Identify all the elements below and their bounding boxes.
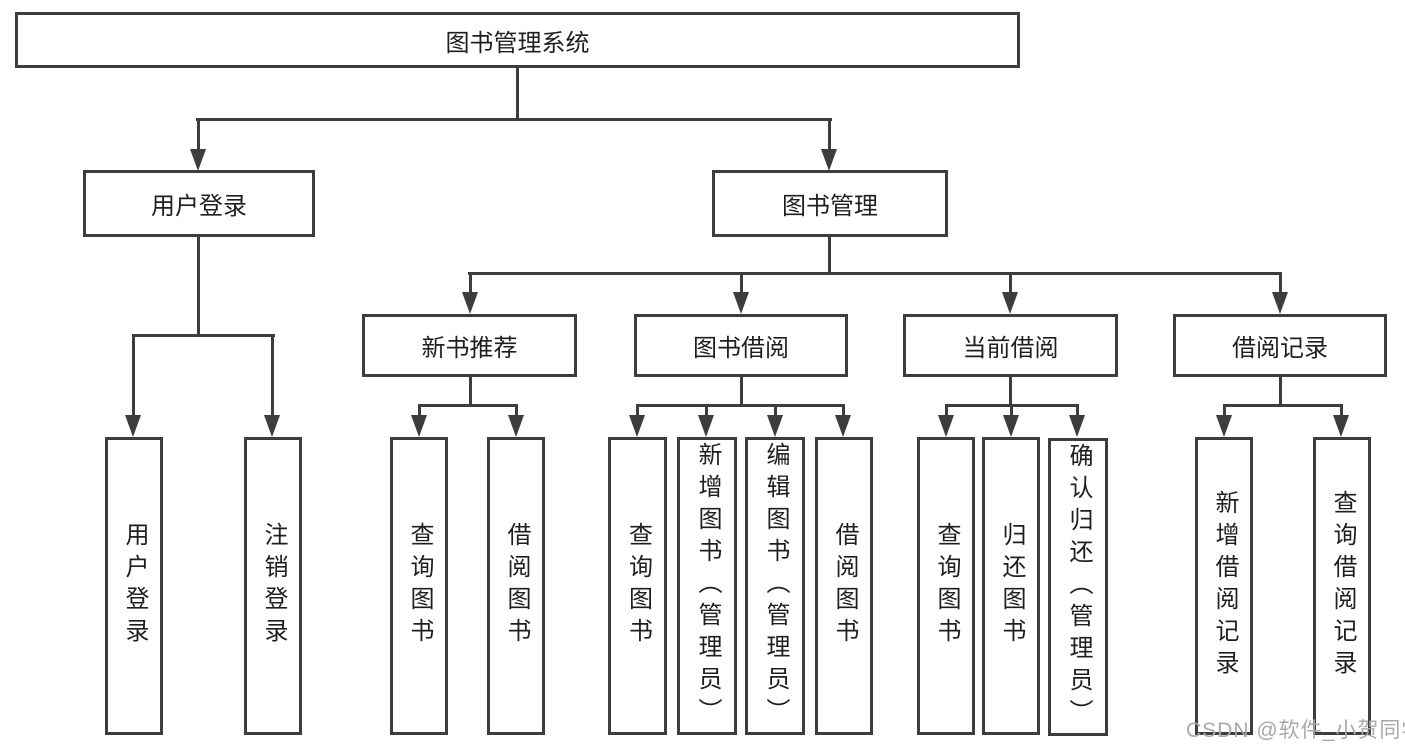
leaf-label: 查询图书 [624,522,652,650]
connector-arrow-query1-stem [418,404,421,419]
arrowhead-query1 [411,415,427,437]
leaf-add-book-admin: 新增图书（管理员） [677,437,737,735]
node-user-login: 用户登录 [83,170,315,237]
arrowhead-book-borrow [733,292,749,314]
connector-root-stem [516,68,519,121]
arrowhead-borrow1 [508,415,524,437]
arrowhead-confirm-return [1069,415,1085,437]
connector-arrow-book-borrow-stem [740,272,743,296]
connector-arrow-confirm-return-stem [1076,404,1079,419]
connector-arrow-new-book-stem [469,272,472,296]
arrowhead-user-login [190,149,206,171]
connector-book-mgmt-hbar [468,272,1282,275]
connector-arrow-leaf-user-login-stem [132,334,135,417]
connector-arrow-borrow2-stem [842,404,845,419]
node-label: 借阅记录 [1232,335,1328,362]
node-current-borrow: 当前借阅 [903,314,1118,377]
leaf-label: 新增图书（管理员） [694,442,721,730]
node-label: 图书借阅 [693,335,789,362]
connector-borrow-records-hbar [1223,404,1343,407]
connector-arrow-leaf-logout-stem [271,334,274,417]
connector-arrow-query2-stem [636,404,639,419]
watermark: CSDN @软件_小贺同学 [1186,719,1405,742]
leaf-label: 查询借阅记录 [1329,490,1356,682]
connector-user-login-stem [197,237,200,337]
node-book-borrow: 图书借阅 [634,314,848,377]
connector-arrow-query-record-stem [1340,404,1343,419]
leaf-query-books-borrow: 查询图书 [608,437,667,735]
arrowhead-book-mgmt [821,149,837,171]
leaf-label: 借阅图书 [831,522,858,650]
node-label: 图书管理系统 [445,29,590,57]
arrowhead-query2 [629,415,645,437]
leaf-label: 用户登录 [121,522,148,650]
connector-user-login-hbar [132,334,275,337]
leaf-label: 确认归还（管理员） [1065,443,1092,731]
arrowhead-current-borrow [1002,292,1018,314]
connector-arrow-edit-book-stem [774,404,777,419]
leaf-query-borrow-record: 查询借阅记录 [1313,437,1371,735]
leaf-return-books: 归还图书 [982,437,1040,735]
arrowhead-query3 [938,415,954,437]
connector-borrow-records-stem2 [1279,377,1282,407]
connector-arrow-query3-stem [945,404,948,419]
arrowhead-add-book [698,415,714,437]
node-label: 新书推荐 [421,335,518,362]
leaf-label: 查询图书 [933,522,960,650]
connector-arrow-add-book-stem [705,404,708,419]
connector-book-borrow-hbar [636,404,845,407]
leaf-user-login: 用户登录 [105,437,163,735]
arrowhead-query-record [1333,415,1349,437]
connector-arrow-borrow-records-stem [1279,272,1282,296]
arrowhead-leaf-user-login [125,415,141,437]
leaf-add-borrow-record: 新增借阅记录 [1195,437,1253,735]
leaf-borrow-books-recommend: 借阅图书 [487,437,545,735]
leaf-label: 编辑图书（管理员） [762,442,789,730]
node-label: 用户登录 [151,193,247,220]
node-new-book-recommend: 新书推荐 [362,314,577,377]
leaf-label: 新增借阅记录 [1211,490,1238,682]
connector-book-mgmt-stem [828,237,831,275]
leaf-label: 查询图书 [406,522,433,650]
connector-arrow-current-borrow-stem [1009,272,1012,296]
connector-arrow-book-mgmt-stem [828,118,831,152]
node-borrow-records: 借阅记录 [1173,314,1387,377]
node-label: 当前借阅 [962,335,1059,362]
connector-new-book-stem [469,377,472,407]
leaf-logout: 注销登录 [244,437,302,735]
connector-root-hbar [196,118,832,121]
connector-arrow-add-record-stem [1223,404,1226,419]
leaf-label: 借阅图书 [503,522,530,650]
arrowhead-leaf-logout [264,415,280,437]
connector-book-borrow-stem2 [740,377,743,407]
connector-arrow-user-login-stem [197,118,200,152]
leaf-label: 归还图书 [998,522,1025,650]
arrowhead-return [1003,415,1019,437]
leaf-borrow-books: 借阅图书 [815,437,873,735]
arrowhead-borrow2 [835,415,851,437]
leaf-query-books-recommend: 查询图书 [390,437,448,735]
connector-arrow-borrow1-stem [515,404,518,419]
node-book-management: 图书管理 [712,170,948,237]
arrowhead-borrow-records [1272,292,1288,314]
leaf-query-books-current: 查询图书 [917,437,975,735]
node-library-management-system: 图书管理系统 [15,12,1020,68]
arrowhead-edit-book [767,415,783,437]
connector-current-borrow-stem2 [1009,377,1012,407]
node-label: 图书管理 [782,193,878,220]
arrowhead-new-book [462,292,478,314]
leaf-label: 注销登录 [260,522,287,650]
connector-arrow-return-stem [1010,404,1013,419]
connector-new-book-hbar [418,404,518,407]
leaf-edit-book-admin: 编辑图书（管理员） [745,437,805,735]
leaf-confirm-return-admin: 确认归还（管理员） [1048,438,1108,736]
arrowhead-add-record [1216,415,1232,437]
